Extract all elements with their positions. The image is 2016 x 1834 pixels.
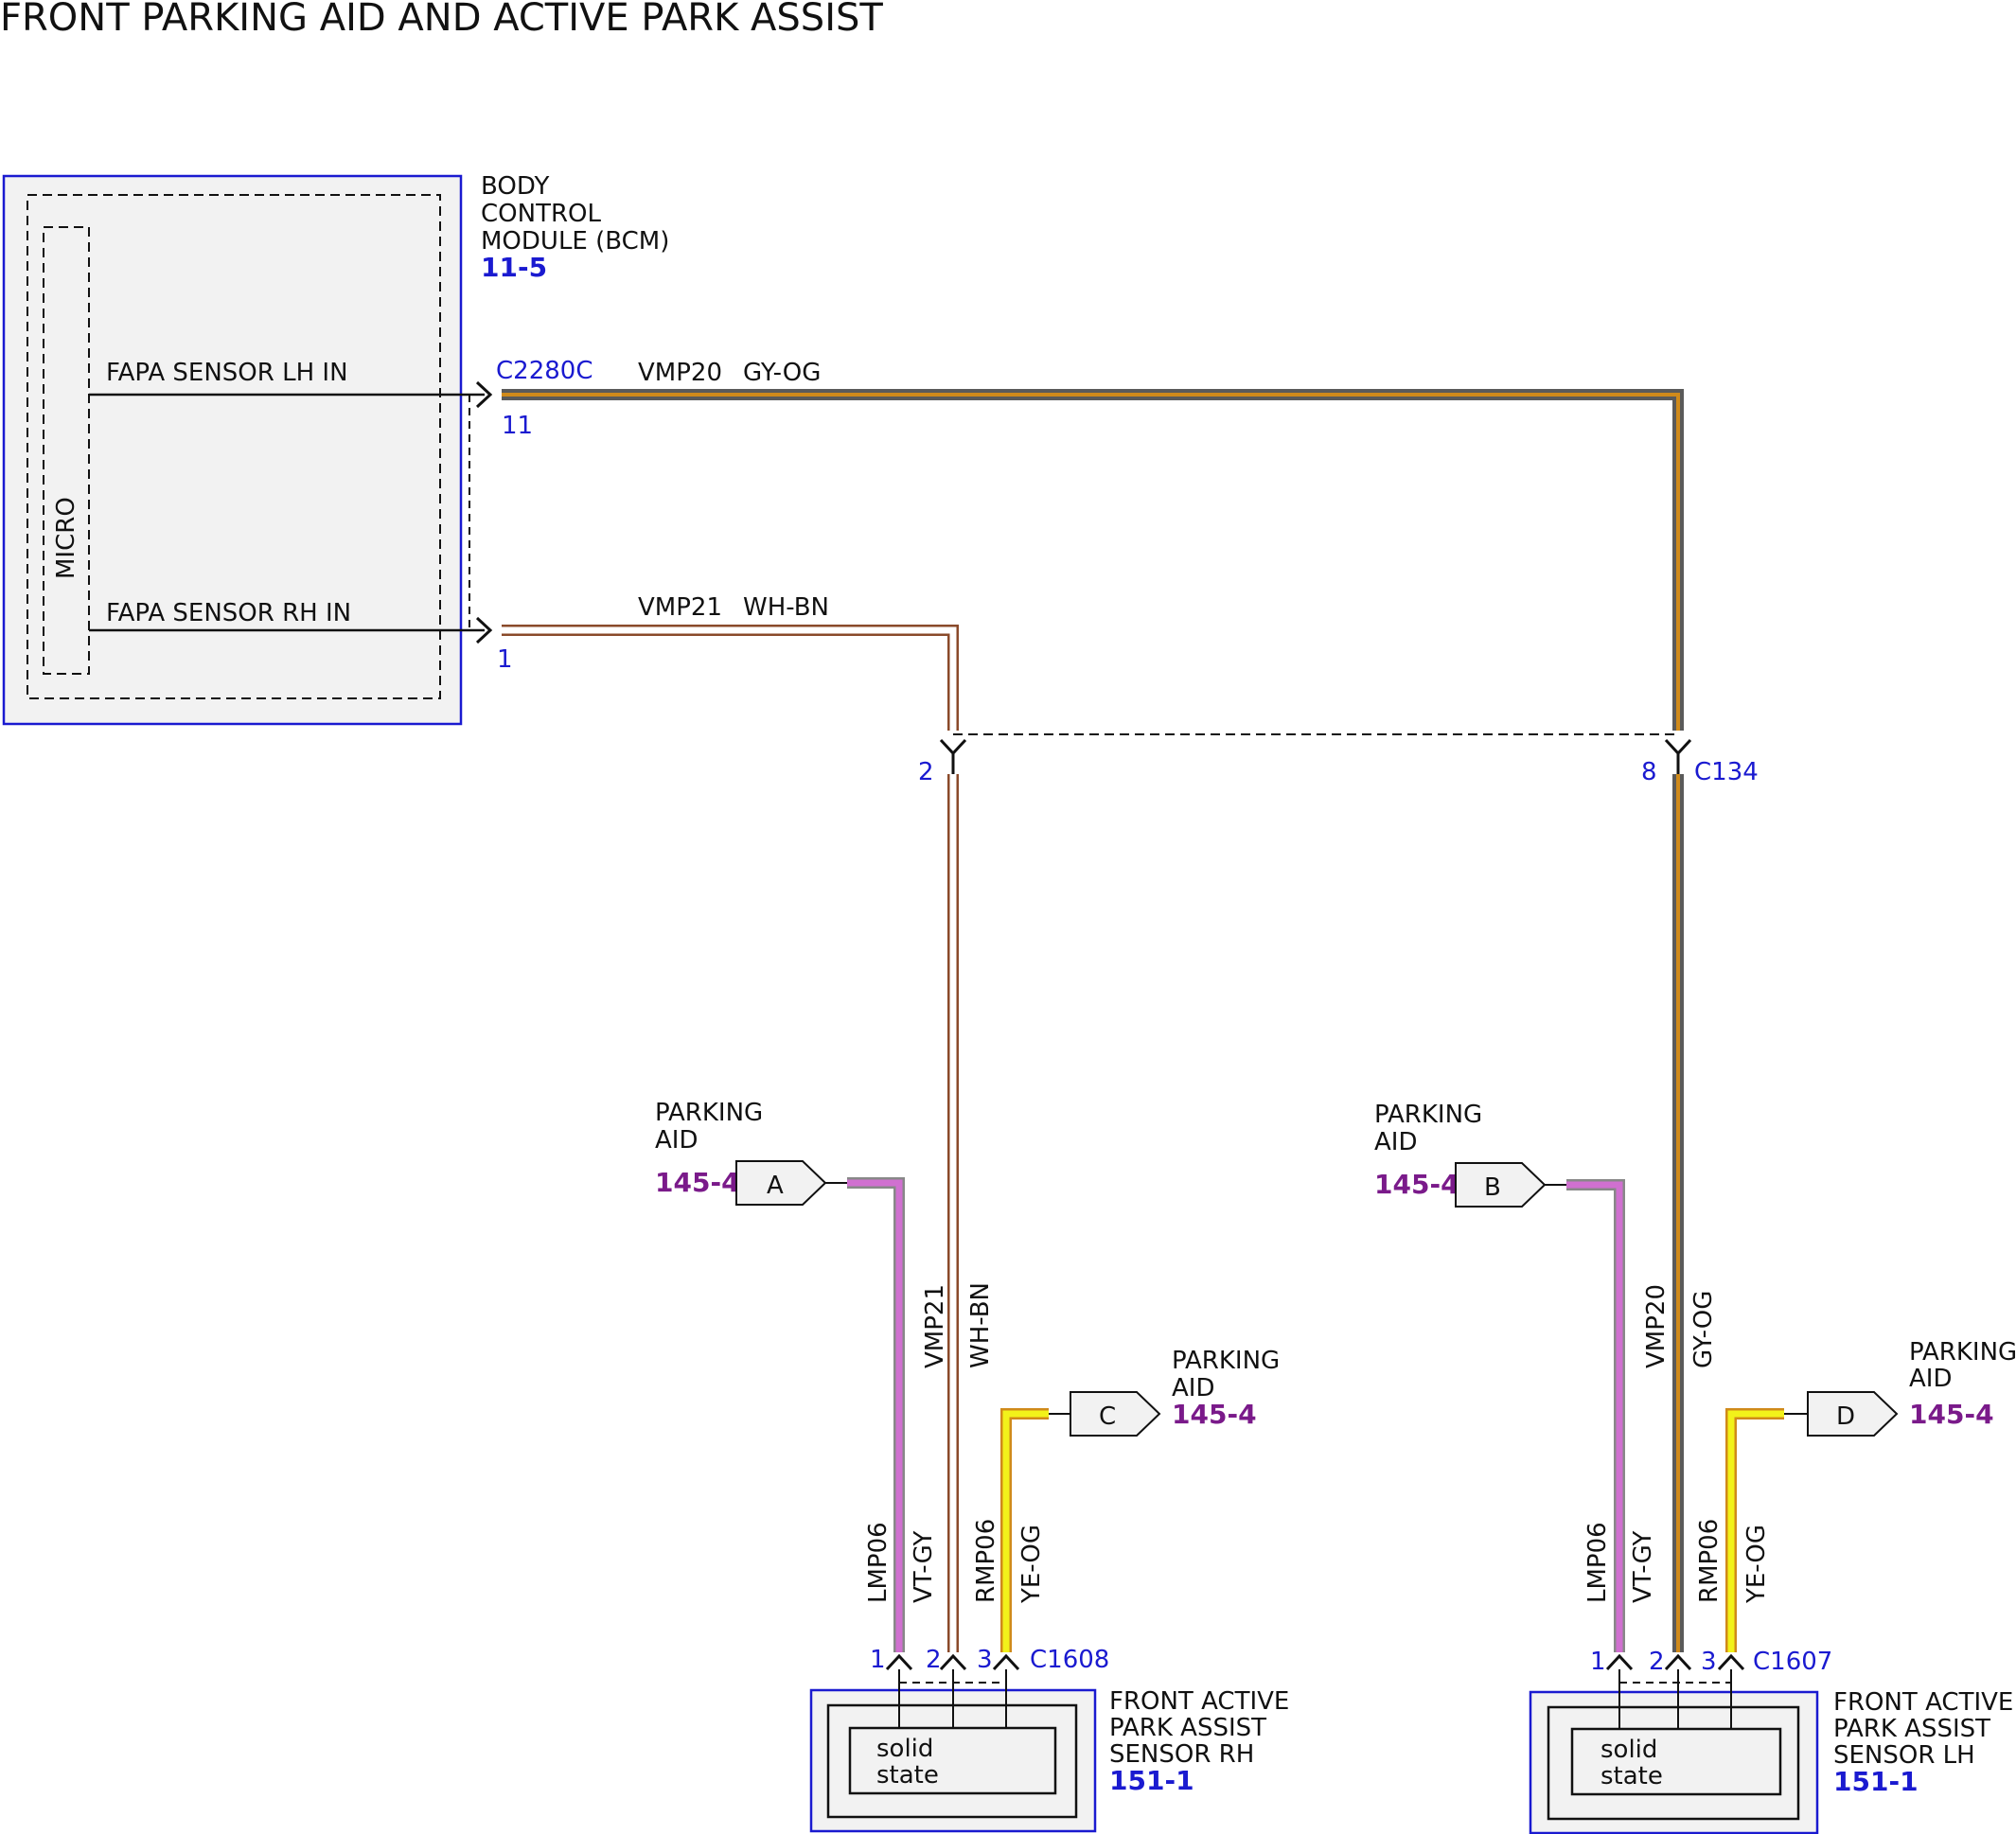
c1608-pin3: 3 — [977, 1646, 993, 1674]
c1607-pin1: 1 — [1590, 1648, 1606, 1676]
c1607-pin3-icon — [1717, 1653, 1745, 1671]
parking-aid-b-flag[interactable] — [1455, 1162, 1566, 1208]
c1607-pin3: 3 — [1701, 1648, 1717, 1676]
bcm-name-line2: CONTROL — [481, 200, 601, 228]
parking-aid-d-line1: PARKING — [1909, 1338, 2016, 1367]
sensor-lh-inner-line1: solid — [1600, 1736, 1657, 1764]
bcm-module[interactable] — [2, 174, 463, 726]
bcm-name-line3: MODULE (BCM) — [481, 227, 669, 256]
sensor-lh-name-line2: PARK ASSIST — [1833, 1715, 1990, 1743]
parking-aid-a-flag[interactable] — [735, 1160, 847, 1206]
parking-aid-d-ref[interactable]: 145-4 — [1909, 1399, 1994, 1430]
sensor-rh-module[interactable] — [809, 1669, 1097, 1833]
vmp20-circuit-top: VMP20 — [638, 359, 722, 387]
c1608-pin1: 1 — [870, 1646, 886, 1674]
sensor-rh-name-line3: SENSOR RH — [1109, 1740, 1254, 1769]
vmp20-circuit-vertical: VMP20 — [1642, 1284, 1671, 1368]
c2280c-pin1-icon — [475, 616, 493, 644]
parking-aid-a-ref[interactable]: 145-4 — [655, 1167, 740, 1198]
wire-lmp06-lh[interactable] — [1566, 1179, 1625, 1652]
rmp06-rh-color: YE-OG — [1017, 1525, 1046, 1604]
lmp06-rh-color: VT-GY — [910, 1531, 938, 1603]
vmp21-circuit-vertical: VMP21 — [921, 1284, 949, 1368]
wire-rmp06-lh[interactable] — [1725, 1408, 1784, 1652]
c2280c-label: C2280C — [496, 357, 592, 385]
c1607-pin1-icon — [1605, 1653, 1634, 1671]
rmp06-rh-circuit: RMP06 — [972, 1519, 1000, 1603]
sensor-lh-name-line1: FRONT ACTIVE — [1833, 1688, 2013, 1717]
parking-aid-b-line2: AID — [1374, 1128, 1417, 1156]
parking-aid-b-ref[interactable]: 145-4 — [1374, 1169, 1459, 1200]
bcm-name-line1: BODY — [481, 172, 549, 201]
wire-lmp06-rh[interactable] — [847, 1177, 905, 1652]
c1607-pin2: 2 — [1649, 1648, 1665, 1676]
parking-aid-b-line1: PARKING — [1374, 1101, 1482, 1129]
parking-aid-c-letter: C — [1099, 1402, 1116, 1431]
sensor-lh-name-line3: SENSOR LH — [1833, 1741, 1975, 1770]
micro-label: MICRO — [52, 497, 80, 579]
c1608-pin3-icon — [992, 1653, 1020, 1671]
sensor-rh-name-line1: FRONT ACTIVE — [1109, 1687, 1289, 1716]
c1607-pin2-icon — [1664, 1653, 1692, 1671]
parking-aid-d-letter: D — [1836, 1402, 1855, 1431]
wire-rmp06-rh[interactable] — [1000, 1408, 1049, 1652]
bcm-input-lh-label: FAPA SENSOR LH IN — [106, 359, 348, 387]
lmp06-rh-circuit: LMP06 — [864, 1522, 893, 1603]
parking-aid-d-flag[interactable] — [1784, 1391, 1899, 1437]
parking-aid-c-line2: AID — [1172, 1374, 1214, 1402]
parking-aid-c-line1: PARKING — [1172, 1347, 1280, 1375]
c1607-label: C1607 — [1753, 1648, 1832, 1676]
c134-label: C134 — [1694, 758, 1759, 786]
wire-vmp20[interactable] — [502, 389, 1684, 1652]
diagram-title: FRONT PARKING AID AND ACTIVE PARK ASSIST — [0, 0, 883, 40]
lmp06-lh-circuit: LMP06 — [1583, 1522, 1612, 1603]
sensor-rh-inner-line2: state — [876, 1761, 939, 1790]
parking-aid-a-line2: AID — [655, 1126, 698, 1155]
sensor-rh-inner-line1: solid — [876, 1735, 933, 1763]
parking-aid-c-ref[interactable]: 145-4 — [1172, 1399, 1257, 1430]
c134-pin2-icon — [939, 738, 967, 756]
parking-aid-b-letter: B — [1484, 1173, 1501, 1202]
c2280c-pin11: 11 — [502, 412, 533, 440]
c1608-pin1-icon — [885, 1653, 913, 1671]
c2280c-pin11-icon — [475, 380, 493, 409]
c2280c-pin1: 1 — [497, 645, 513, 674]
c134-pin2: 2 — [918, 758, 934, 786]
parking-aid-a-line1: PARKING — [655, 1099, 763, 1127]
vmp21-color-vertical: WH-BN — [966, 1282, 995, 1368]
bcm-ref[interactable]: 11-5 — [481, 252, 547, 283]
parking-aid-d-line2: AID — [1909, 1365, 1952, 1393]
vmp21-circuit-top: VMP21 — [638, 593, 722, 622]
c1608-pin2-icon — [939, 1653, 967, 1671]
vmp21-color-top: WH-BN — [743, 593, 829, 622]
lmp06-lh-color: VT-GY — [1629, 1531, 1657, 1603]
c134-pin8-icon — [1664, 738, 1692, 756]
wire-vmp21[interactable] — [502, 625, 959, 1652]
rmp06-lh-color: YE-OG — [1742, 1525, 1771, 1604]
c134-pin8: 8 — [1641, 758, 1657, 786]
vmp20-color-top: GY-OG — [743, 359, 821, 387]
sensor-rh-ref[interactable]: 151-1 — [1109, 1765, 1194, 1796]
sensor-lh-module[interactable] — [1529, 1669, 1819, 1834]
sensor-rh-name-line2: PARK ASSIST — [1109, 1714, 1266, 1742]
sensor-lh-ref[interactable]: 151-1 — [1833, 1766, 1919, 1797]
bcm-input-rh-label: FAPA SENSOR RH IN — [106, 599, 351, 627]
rmp06-lh-circuit: RMP06 — [1695, 1519, 1724, 1603]
c1608-pin2: 2 — [926, 1646, 942, 1674]
vmp20-color-vertical: GY-OG — [1689, 1291, 1718, 1368]
parking-aid-c-flag[interactable] — [1049, 1391, 1161, 1437]
parking-aid-a-letter: A — [767, 1172, 784, 1200]
c1608-label: C1608 — [1030, 1646, 1109, 1674]
sensor-lh-inner-line2: state — [1600, 1762, 1663, 1790]
